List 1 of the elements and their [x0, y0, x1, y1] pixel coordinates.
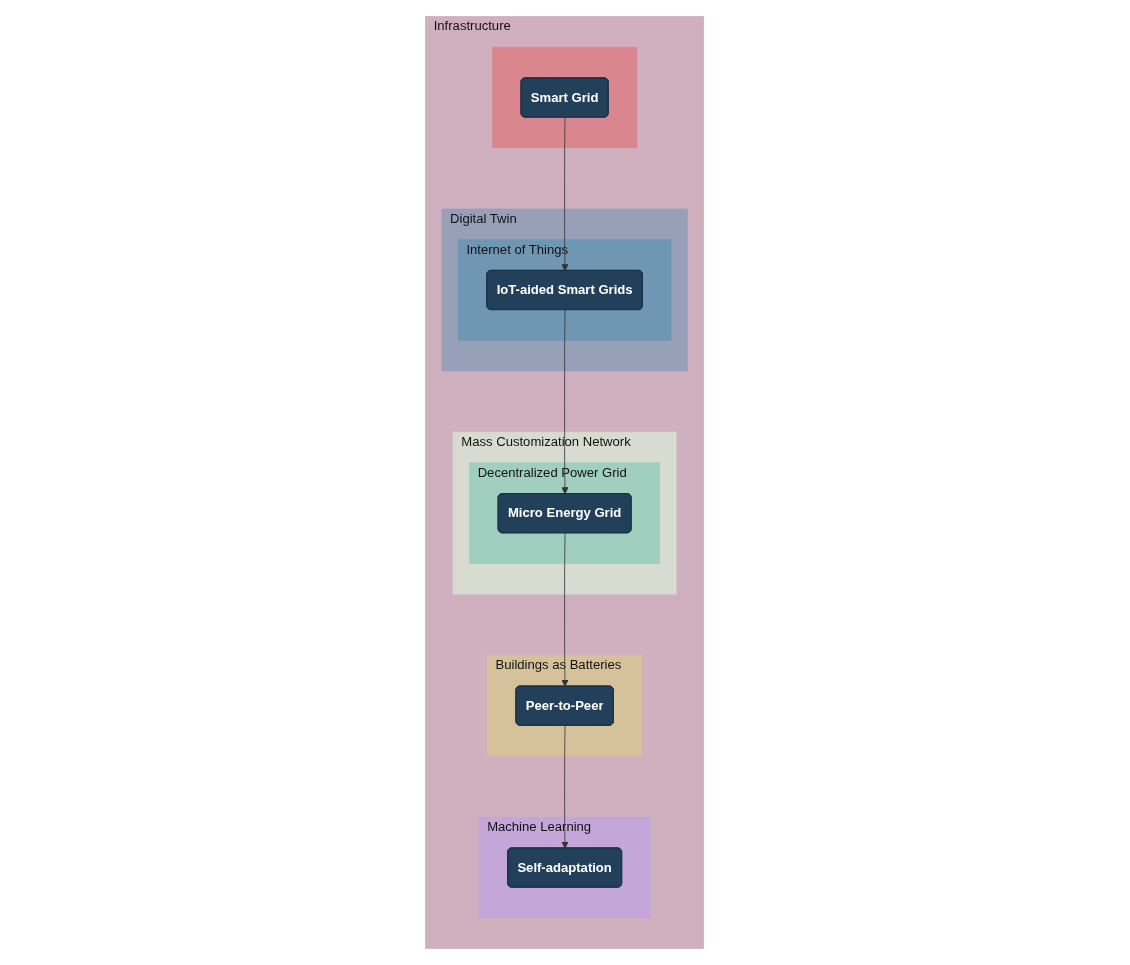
cluster [492, 46, 638, 149]
